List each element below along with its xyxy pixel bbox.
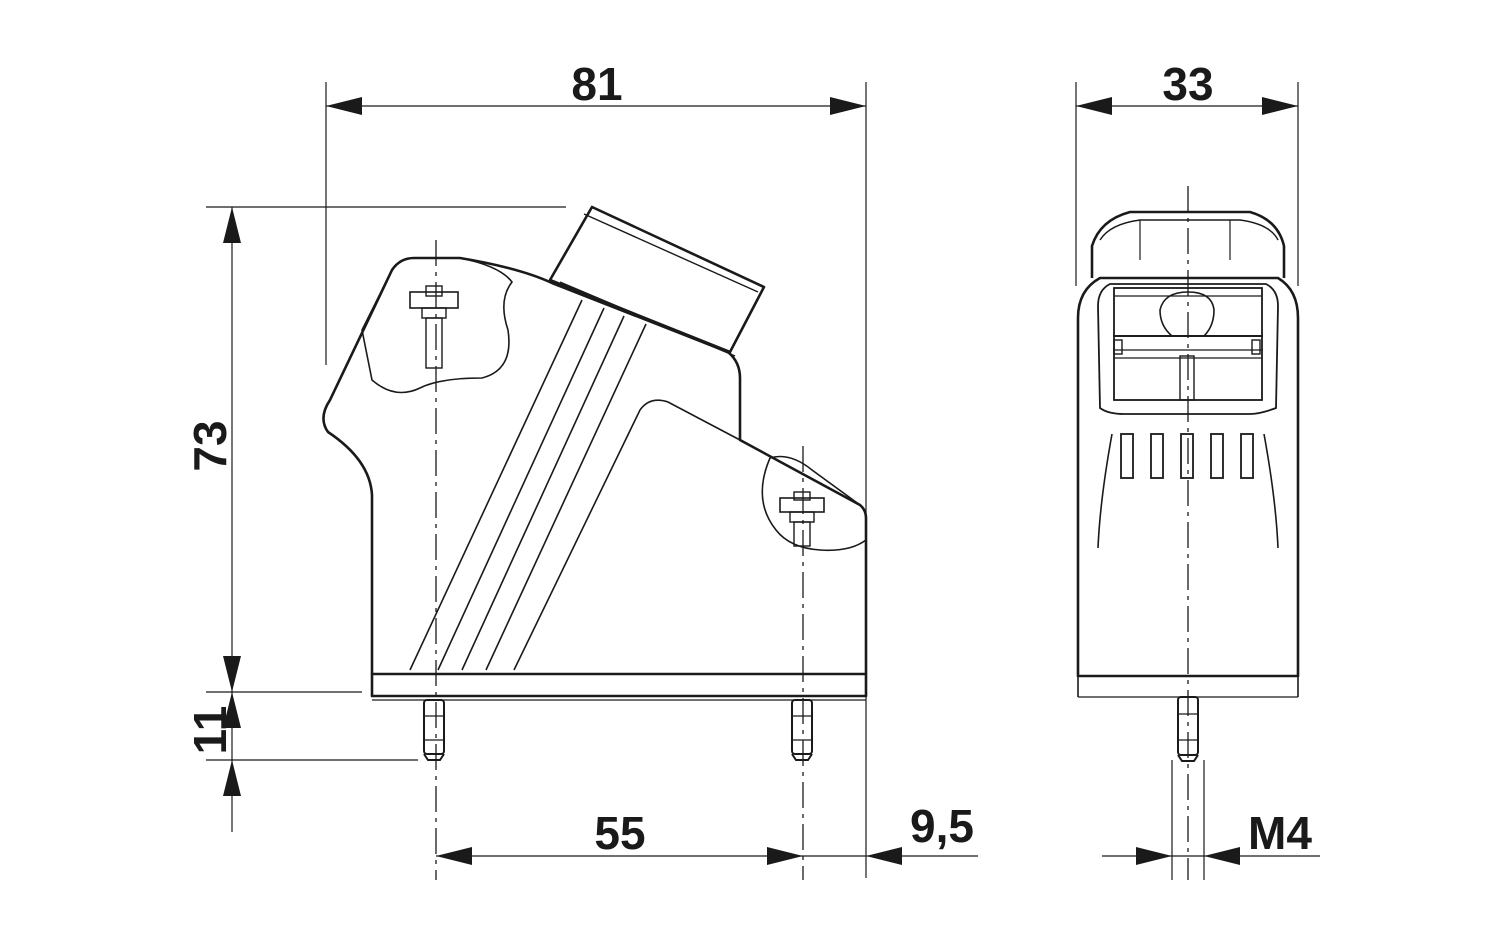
side-housing	[322, 256, 868, 674]
dim-label-11: 11	[184, 706, 236, 755]
side-pin-right	[791, 699, 813, 761]
front-dimensions	[1075, 82, 1320, 880]
dim-label-9-5: 9,5	[910, 800, 974, 852]
side-grooves	[409, 299, 741, 671]
dim-label-55: 55	[594, 807, 645, 859]
side-pin-left	[423, 699, 445, 761]
front-view	[1076, 186, 1300, 880]
screw-left	[409, 285, 459, 369]
side-cap	[548, 205, 766, 354]
dim-label-33: 33	[1162, 58, 1213, 110]
front-cap	[1090, 210, 1286, 278]
dim-label-73: 73	[184, 420, 236, 471]
side-view	[322, 205, 868, 880]
dim-label-m4: M4	[1248, 807, 1312, 859]
front-housing	[1076, 276, 1300, 678]
dim-label-81: 81	[571, 58, 622, 110]
side-section-right	[761, 455, 867, 552]
front-slots	[1120, 433, 1254, 479]
side-section-left	[361, 257, 514, 394]
side-dimensions	[206, 82, 978, 878]
side-base-plate	[370, 672, 868, 698]
screw-right	[779, 491, 825, 547]
